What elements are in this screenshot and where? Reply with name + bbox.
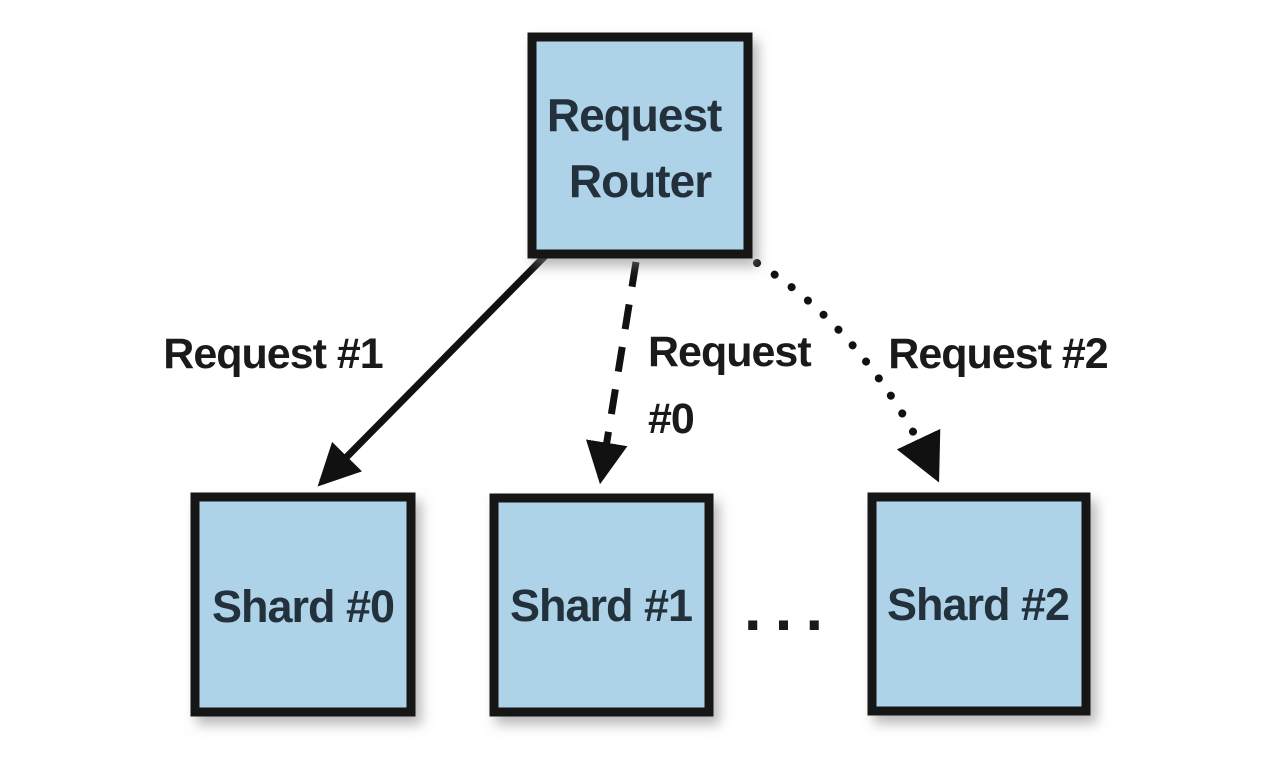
edge-request-0-label-line1: Request [648,328,811,376]
node-shard-2: Shard #2 [867,492,1091,716]
edge-request-2: Request #2 [753,259,1109,483]
edge-request-0: Request #0 [585,261,822,485]
shard-2-label: Shard #2 [887,579,1069,630]
edge-request-0-label: Request #0 [648,328,822,443]
request-router-label-line1: Request [547,89,722,141]
shard-0-box [190,492,416,717]
edge-request-1-label: Request #1 [163,330,383,378]
node-shard-1: Shard #1 [489,493,714,717]
edge-request-0-label-line2: #0 [648,395,694,443]
node-shard-0: Shard #0 [190,492,416,717]
edge-request-1: Request #1 [163,250,551,487]
request-router-box [527,32,753,259]
shard-1-box [489,493,714,717]
edge-request-2-label: Request #2 [888,330,1108,378]
shard-0-label: Shard #0 [212,581,394,632]
ellipsis-label: ... [744,572,836,644]
request-router-label-line2: Router [569,155,712,207]
shard-1-label: Shard #1 [510,580,692,631]
edge-request-1-line [317,250,551,487]
shard-2-box [867,492,1091,716]
node-request-router: Request Router [527,32,753,259]
edge-request-0-line [585,261,640,485]
request-router-label: Request Router [547,89,733,207]
